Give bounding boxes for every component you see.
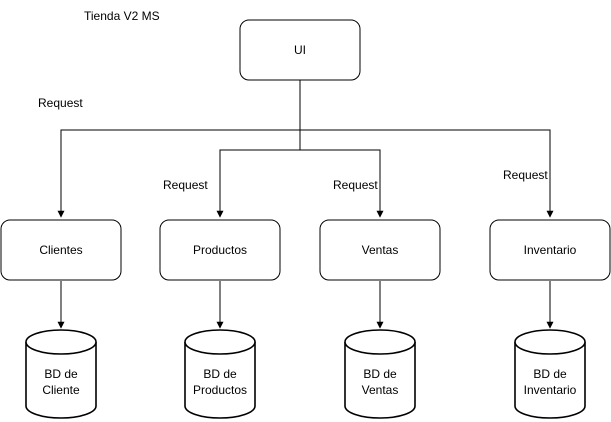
- diagram-title: Tienda V2 MS: [84, 9, 160, 23]
- db-ventas-line2: Ventas: [362, 383, 399, 397]
- db-inventario-line1: BD de: [533, 367, 567, 381]
- edge-ui-ventas: [300, 149, 384, 218]
- node-clientes-label: Clientes: [39, 243, 82, 257]
- db-clientes[interactable]: BD de Cliente: [25, 329, 97, 419]
- db-clientes-line1: BD de: [44, 367, 78, 381]
- db-inventario[interactable]: BD de Inventario: [514, 329, 586, 419]
- edge-ui-inventario: [300, 129, 554, 218]
- edge-label-inventario: Request: [503, 168, 548, 182]
- node-ventas[interactable]: Ventas: [319, 219, 441, 281]
- db-inventario-line2: Inventario: [524, 383, 577, 397]
- node-ventas-label: Ventas: [362, 243, 399, 257]
- node-ui[interactable]: UI: [239, 19, 361, 81]
- edge-ui-productos: [216, 130, 301, 218]
- node-productos[interactable]: Productos: [159, 219, 281, 281]
- node-productos-label: Productos: [193, 243, 247, 257]
- db-productos[interactable]: BD de Productos: [184, 329, 256, 419]
- edge-label-clientes: Request: [38, 96, 83, 110]
- node-inventario[interactable]: Inventario: [489, 219, 611, 281]
- db-ventas-line1: BD de: [363, 367, 397, 381]
- db-productos-line2: Productos: [193, 383, 247, 397]
- edge-label-ventas: Request: [333, 178, 378, 192]
- db-clientes-line2: Cliente: [42, 383, 80, 397]
- node-clientes[interactable]: Clientes: [0, 219, 122, 281]
- node-ui-label: UI: [294, 43, 306, 57]
- node-inventario-label: Inventario: [524, 243, 577, 257]
- edges: [57, 80, 554, 329]
- edge-ui-clientes: [57, 80, 301, 218]
- db-productos-line1: BD de: [203, 367, 237, 381]
- edge-label-productos: Request: [163, 178, 208, 192]
- db-ventas[interactable]: BD de Ventas: [344, 329, 416, 419]
